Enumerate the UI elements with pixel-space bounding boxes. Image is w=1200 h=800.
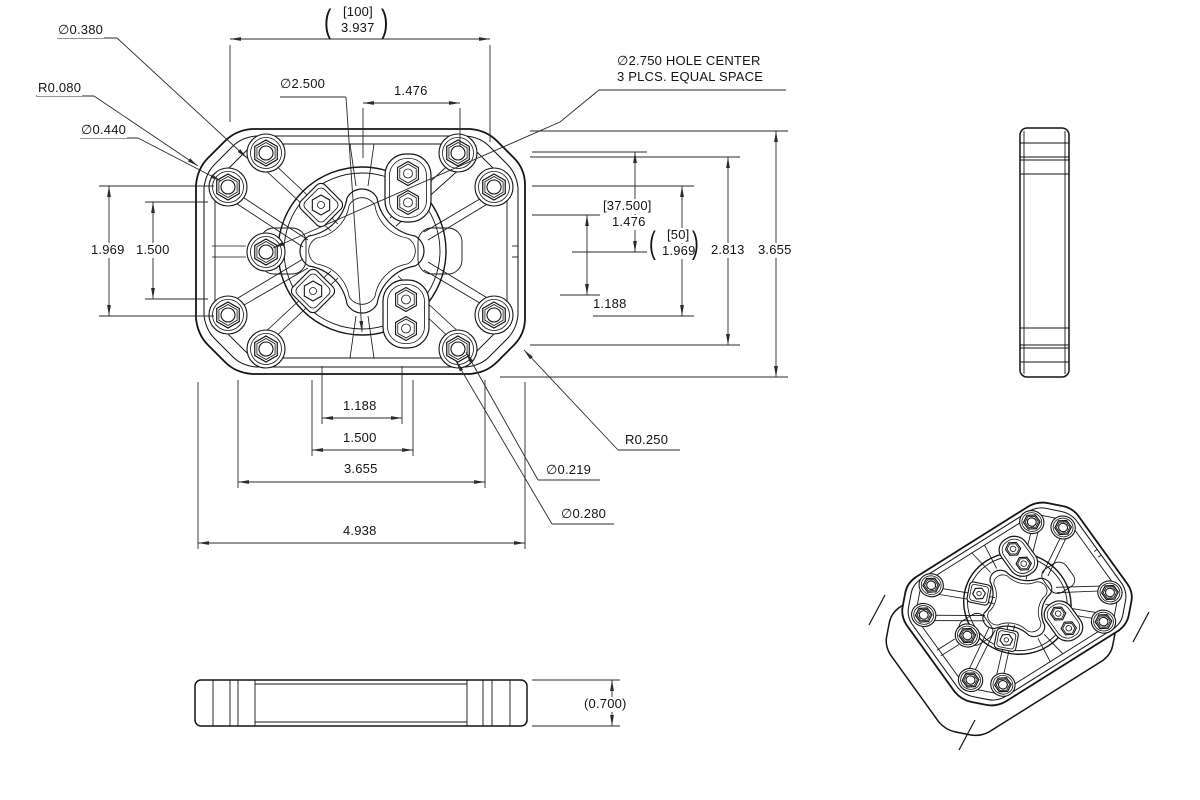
label-2813: 2.813 [710,242,746,258]
label-3655-right: 3.655 [757,242,793,258]
label-bracket-100: [100] [343,4,373,19]
paren-close-50: ) [692,226,699,262]
label-dia-0380: ∅0.380 [57,22,105,38]
label-1969-right: 1.969 [661,243,697,259]
label-bracket-37500: [37.500] [602,198,653,214]
label-r-0250: R0.250 [625,432,669,447]
label-dia-0440: ∅0.440 [80,122,128,138]
front-view [196,129,525,374]
label-dia-0280: ∅0.280 [561,506,607,521]
label-hole-note-line1: ∅2.750 HOLE CENTER [617,53,761,68]
isometric-view [869,488,1149,751]
side-view [1020,128,1069,377]
label-1476-top: 1.476 [394,83,428,98]
label-1500-left: 1.500 [135,242,171,258]
label-1188-right: 1.188 [592,296,628,312]
label-r-0080: R0.080 [37,80,83,96]
paren-open-100: ( [324,2,332,41]
dimension-layer [36,37,788,726]
label-3937: 3.937 [341,20,375,35]
label-dia-0219: ∅0.219 [546,462,592,477]
paren-open-50: ( [649,226,656,262]
label-1188-bottom: 1.188 [343,398,377,413]
label-hole-note-line2: 3 PLCS. EQUAL SPACE [617,69,764,84]
paren-close-100: ) [381,2,389,41]
label-bracket-50: [50] [666,227,691,243]
label-dia-2500: ∅2.500 [279,76,327,92]
label-1969-left: 1.969 [90,242,126,258]
label-thickness-0700: (0.700) [583,696,628,712]
label-4938: 4.938 [343,523,377,538]
label-3655-bottom: 3.655 [344,461,378,476]
label-1476-right: 1.476 [611,214,647,230]
bottom-view [195,680,527,726]
label-1500-bottom: 1.500 [343,430,377,445]
